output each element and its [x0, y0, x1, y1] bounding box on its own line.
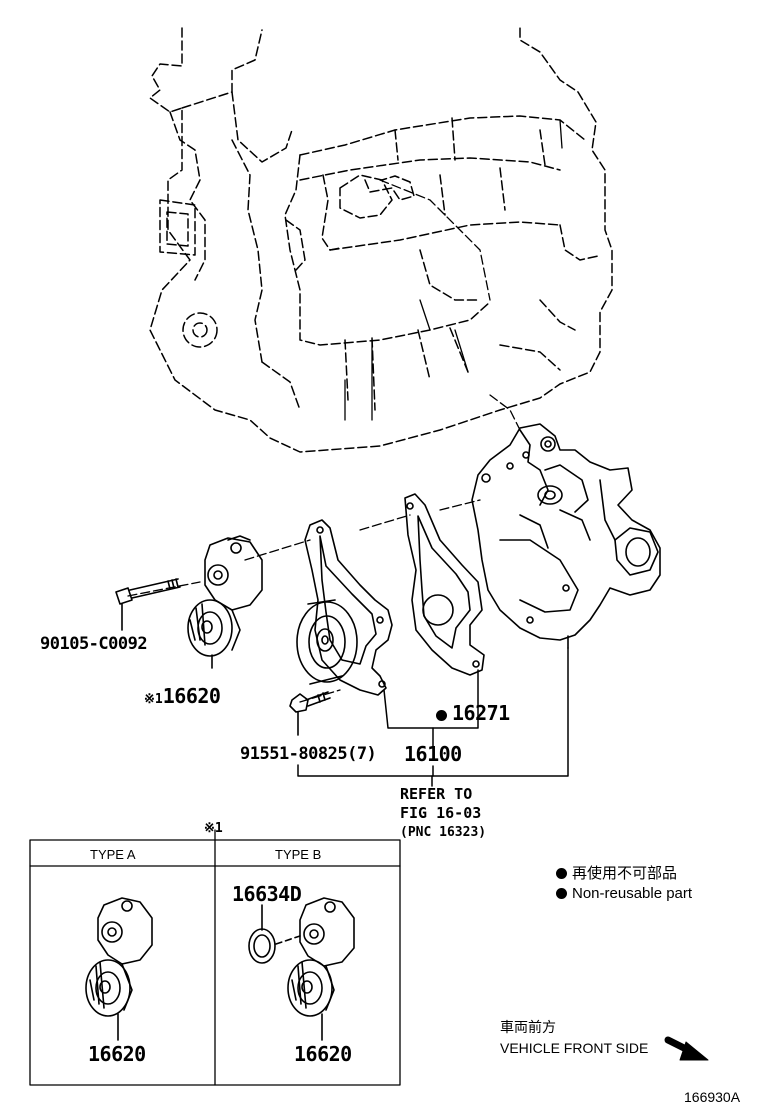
legend-en-text: Non-reusable part — [572, 885, 693, 902]
part-label-16620: 16620 — [162, 684, 221, 708]
legend-english: Non-reusable part — [556, 886, 692, 901]
tensioner-label-group: ※116620 — [144, 684, 221, 708]
tensioner-note-mark: ※1 — [144, 692, 163, 707]
refer-to-line1: REFER TO — [400, 785, 473, 803]
non-reusable-dot-icon — [556, 868, 567, 879]
type-b-part-label: 16620 — [294, 1042, 352, 1066]
tensioner-16620-drawing — [187, 535, 263, 669]
type-b-tensioner-drawing — [248, 897, 355, 1041]
gasket-16271-drawing — [404, 493, 485, 676]
part-label-16100: 16100 — [404, 742, 462, 766]
alignment-lines — [127, 179, 521, 703]
idler-pulley-drawing — [296, 599, 358, 685]
engine-block-outline — [149, 24, 613, 453]
part-label-16271: 16271 — [452, 701, 510, 725]
gasket-drawing — [304, 519, 393, 696]
part-label-16634d: 16634D — [232, 882, 302, 906]
figure-id: 166930A — [684, 1089, 741, 1105]
part-label-91551: 91551-80825(7) — [240, 744, 377, 764]
gasket-16271-label-group: 16271 — [436, 703, 510, 724]
vehicle-front-arrow — [664, 1036, 709, 1061]
type-a-tensioner-drawing — [85, 897, 153, 1041]
type-table-note-mark: ※1 — [204, 821, 223, 836]
non-reusable-dot-icon — [556, 888, 567, 899]
type-b-header: TYPE B — [275, 847, 322, 862]
legend-japanese: 再使用不可部品 — [556, 866, 677, 881]
type-a-header: TYPE A — [90, 847, 136, 862]
direction-japanese: 車両前方 — [500, 1019, 556, 1035]
assembly-brackets — [297, 647, 569, 787]
type-table-frame — [29, 829, 401, 1086]
refer-to-line2: FIG 16-03 — [400, 804, 482, 822]
legend-jp-text: 再使用不可部品 — [572, 865, 678, 882]
bolt-90105-drawing — [115, 578, 181, 631]
refer-to-line3: (PNC 16323) — [400, 825, 487, 840]
bolt-91551-drawing — [289, 691, 331, 736]
direction-english: VEHICLE FRONT SIDE — [500, 1040, 649, 1056]
non-reusable-dot-icon — [436, 710, 447, 721]
water-pump-drawing — [471, 423, 661, 649]
engine-accent-lines — [344, 119, 563, 421]
type-a-part-label: 16620 — [88, 1042, 146, 1066]
part-label-90105: 90105-C0092 — [40, 634, 148, 654]
